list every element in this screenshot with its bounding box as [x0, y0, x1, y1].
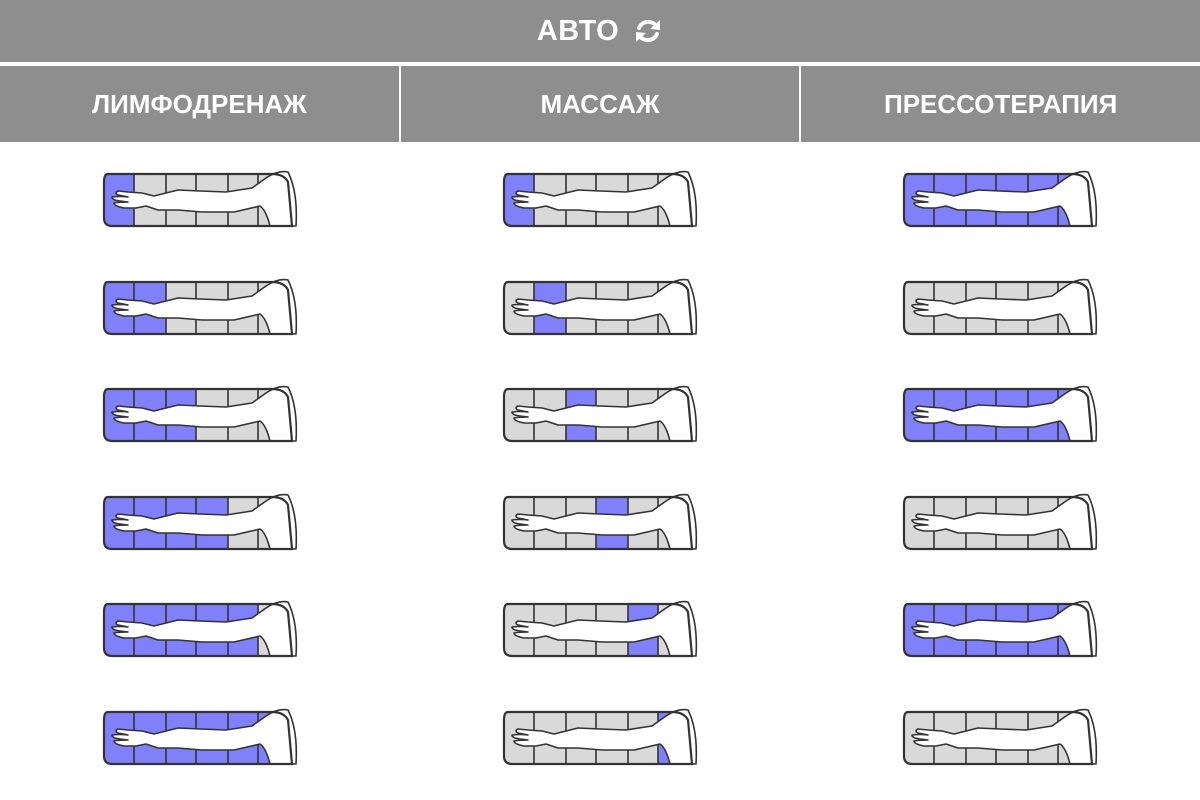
- cuff-pictogram: [102, 278, 298, 335]
- cuff-outline: [502, 172, 694, 228]
- arm-silhouette: [911, 278, 1098, 335]
- cuff-outline: [102, 495, 294, 550]
- auto-mode-button[interactable]: АВТО: [0, 0, 1200, 64]
- tab-lymphodrainage-label: ЛИМФОДРЕНАЖ: [91, 88, 307, 119]
- tab-pressotherapy[interactable]: ПРЕССОТЕРАПИЯ: [799, 66, 1200, 142]
- auto-mode-label: АВТО: [536, 14, 620, 47]
- cuff-outline: [902, 710, 1094, 765]
- cuff-pictogram: [102, 493, 298, 550]
- cuff-pictogram: [502, 600, 698, 658]
- cuff-outline: [502, 602, 694, 658]
- arm-silhouette: [111, 600, 298, 657]
- arm-silhouette: [911, 170, 1098, 227]
- cuff-outline: [102, 280, 294, 335]
- cuff-pictogram: [102, 600, 298, 658]
- cuff-step: [102, 276, 298, 340]
- cuff-step: [102, 168, 298, 232]
- arm-silhouette: [111, 385, 298, 442]
- cuff-outline: [102, 710, 294, 765]
- tab-massage[interactable]: МАССАЖ: [398, 66, 800, 142]
- cuff-pictogram: [902, 278, 1098, 335]
- sequence-column-lymphodrainage: [0, 142, 400, 800]
- sequence-column-massage: [400, 142, 800, 800]
- cuff-step: [902, 168, 1098, 232]
- cuff-step: [902, 598, 1098, 662]
- cuff-step: [102, 706, 298, 770]
- cuff-pictogram: [502, 170, 698, 228]
- cuff-pictogram: [102, 708, 298, 765]
- cuff-pictogram: [102, 385, 298, 443]
- tab-lymphodrainage[interactable]: ЛИМФОДРЕНАЖ: [0, 66, 399, 142]
- cuff-step: [502, 276, 698, 340]
- cuff-outline: [902, 495, 1094, 550]
- cuff-step: [102, 383, 298, 447]
- sequence-column-pressotherapy: [800, 142, 1200, 800]
- arm-silhouette: [911, 385, 1098, 442]
- cuff-outline: [902, 280, 1094, 335]
- cuff-outline: [902, 172, 1094, 228]
- cuff-step: [102, 598, 298, 662]
- cuff-pictogram: [902, 600, 1098, 658]
- arm-silhouette: [511, 278, 698, 335]
- cuff-pictogram: [502, 385, 698, 443]
- cuff-pictogram: [502, 708, 698, 765]
- cuff-step: [902, 383, 1098, 447]
- cuff-outline: [102, 172, 294, 228]
- arm-silhouette: [511, 600, 698, 657]
- arm-silhouette: [911, 600, 1098, 657]
- arm-silhouette: [511, 493, 698, 550]
- arm-silhouette: [111, 708, 298, 765]
- cuff-step: [502, 168, 698, 232]
- cuff-outline: [102, 387, 294, 443]
- arm-silhouette: [511, 170, 698, 227]
- arm-silhouette: [911, 708, 1098, 765]
- tab-pressotherapy-label: ПРЕССОТЕРАПИЯ: [884, 88, 1118, 119]
- cuff-pictogram: [902, 385, 1098, 443]
- cuff-pictogram: [502, 493, 698, 550]
- cuff-outline: [102, 602, 294, 658]
- cuff-step: [102, 491, 298, 555]
- cuff-outline: [502, 387, 694, 443]
- arm-silhouette: [911, 493, 1098, 550]
- arm-silhouette: [511, 385, 698, 442]
- cuff-step: [502, 491, 698, 555]
- cuff-step: [902, 491, 1098, 555]
- cuff-outline: [502, 710, 694, 765]
- sequence-grid: [0, 142, 1200, 800]
- cuff-step: [502, 598, 698, 662]
- cuff-pictogram: [902, 708, 1098, 765]
- cuff-outline: [902, 387, 1094, 443]
- arm-silhouette: [111, 170, 298, 227]
- tab-massage-label: МАССАЖ: [540, 88, 660, 119]
- cuff-step: [902, 706, 1098, 770]
- cuff-pictogram: [902, 170, 1098, 228]
- cuff-step: [502, 383, 698, 447]
- arm-silhouette: [111, 278, 298, 335]
- arm-silhouette: [511, 708, 698, 765]
- cuff-pictogram: [502, 278, 698, 335]
- cuff-step: [902, 276, 1098, 340]
- cuff-step: [502, 706, 698, 770]
- arm-silhouette: [111, 493, 298, 550]
- mode-tabs: ЛИМФОДРЕНАЖ МАССАЖ ПРЕССОТЕРАПИЯ: [0, 66, 1200, 142]
- cuff-outline: [902, 602, 1094, 658]
- cuff-outline: [502, 495, 694, 550]
- cuff-pictogram: [902, 493, 1098, 550]
- refresh-icon: [636, 19, 661, 43]
- cuff-outline: [502, 280, 694, 335]
- cuff-pictogram: [102, 170, 298, 228]
